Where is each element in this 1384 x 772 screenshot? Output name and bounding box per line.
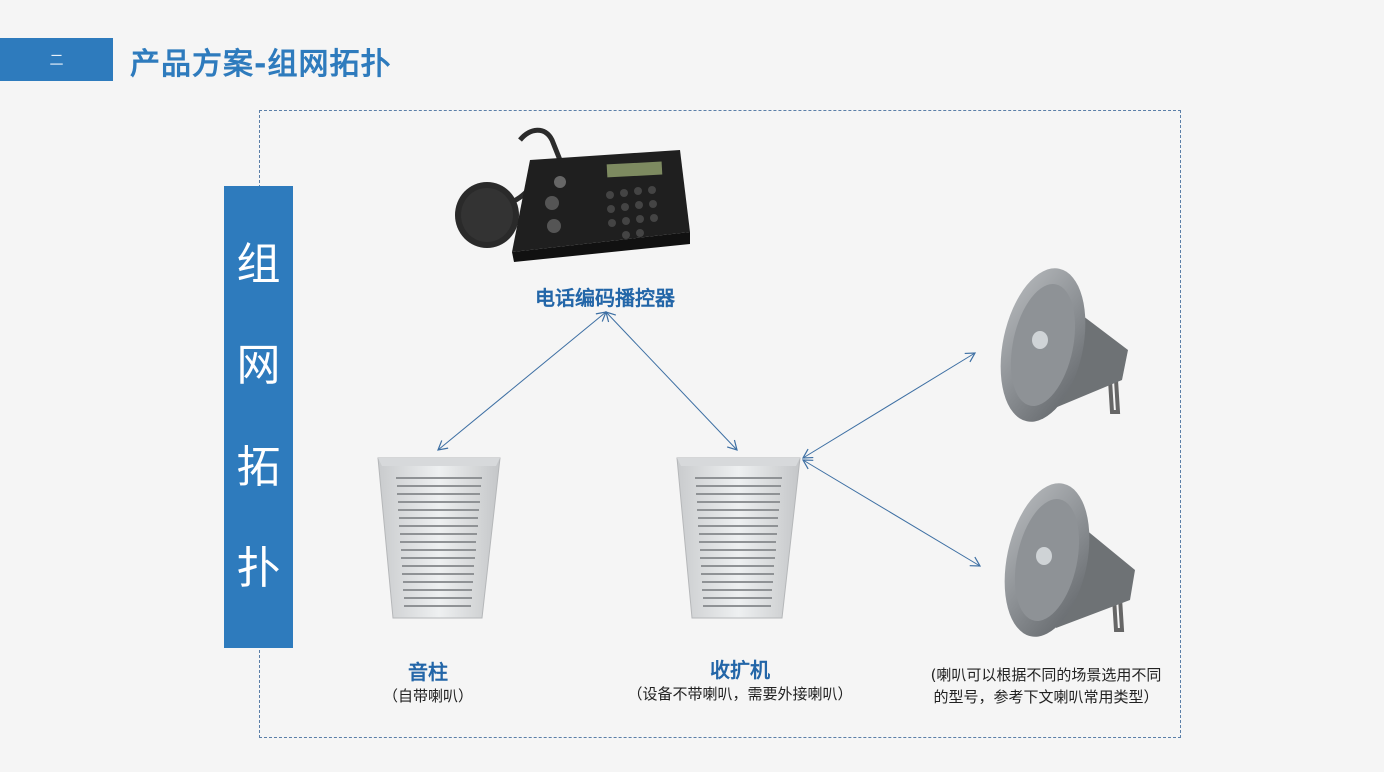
- controller-device-icon: [455, 127, 690, 262]
- horn-speaker-top-icon: [1000, 268, 1128, 422]
- amplifier-label: 收扩机: [710, 658, 770, 682]
- amplifier-icon: [676, 457, 801, 619]
- section-number-tab: 二: [0, 38, 113, 81]
- vertical-banner: 组 网 拓 扑: [224, 186, 293, 648]
- column-speaker-icon: [377, 457, 501, 619]
- banner-char-2: 网: [236, 340, 281, 392]
- column-speaker-sublabel: （自带喇叭）: [382, 687, 473, 705]
- horn-note: (喇叭可以根据不同的场景选用不同 的型号，参考下文喇叭常用类型）: [908, 664, 1184, 708]
- column-speaker-label: 音柱: [408, 660, 448, 684]
- banner-char-1: 组: [236, 238, 281, 290]
- link-controller-amplifier: [605, 311, 738, 451]
- controller-label: 电话编码播控器: [535, 286, 675, 310]
- banner-char-3: 拓: [236, 441, 281, 493]
- link-amplifier-horn-top: [801, 352, 977, 459]
- horn-speaker-bottom-icon: [1004, 483, 1135, 637]
- horn-note-line-2: 的型号，参考下文喇叭常用类型）: [933, 688, 1159, 706]
- link-controller-column: [437, 311, 607, 451]
- horn-note-line-1: (喇叭可以根据不同的场景选用不同: [930, 666, 1162, 684]
- page-title: 产品方案-组网拓扑: [130, 47, 392, 82]
- link-amplifier-horn-bottom: [801, 459, 982, 567]
- amplifier-sublabel: （设备不带喇叭，需要外接喇叭）: [627, 685, 853, 703]
- banner-char-4: 扑: [236, 543, 281, 595]
